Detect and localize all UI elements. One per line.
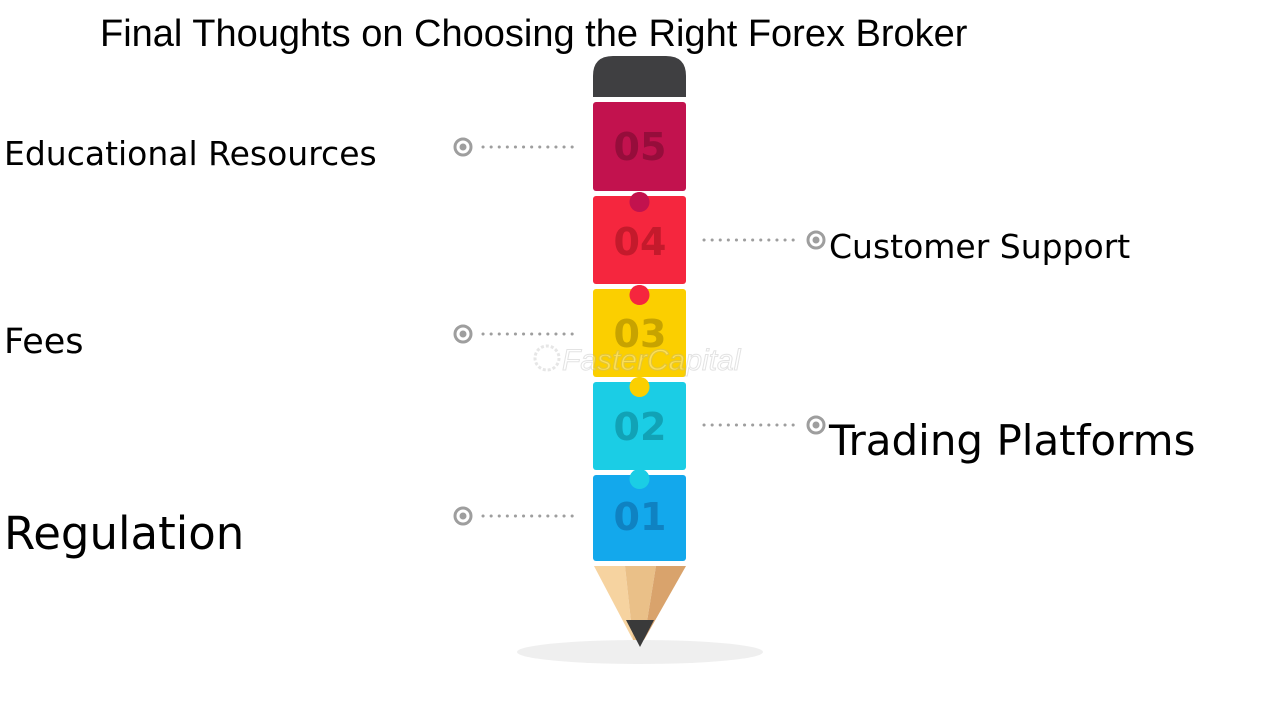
page-title: Final Thoughts on Choosing the Right For… xyxy=(100,13,968,55)
connector-04-node-center xyxy=(812,236,820,244)
pencil-lead xyxy=(626,620,654,647)
connector-05-node-center xyxy=(459,143,467,151)
connector-02 xyxy=(702,415,826,435)
segment-03-socket xyxy=(629,285,650,305)
step-05-label: Educational Resources xyxy=(4,134,377,173)
segment-01-socket xyxy=(629,469,650,489)
segment-05-block xyxy=(593,102,686,191)
step-02-label: Trading Platforms xyxy=(829,416,1196,465)
connector-05-node xyxy=(453,137,473,157)
segment-03-block xyxy=(593,289,686,377)
watermark-text: FasterCapital xyxy=(562,344,742,377)
segment-01-block xyxy=(593,475,686,561)
step-03-number: 03 xyxy=(614,312,667,356)
segment-04-socket xyxy=(629,192,650,212)
connector-01-node-center xyxy=(459,512,467,520)
connector-03-node-center xyxy=(459,330,467,338)
segment-01: 01 xyxy=(593,469,686,561)
segment-03: 03 xyxy=(593,285,686,397)
connector-02-node-center xyxy=(812,421,820,429)
pencil-wood-right xyxy=(644,566,686,640)
step-05-number: 05 xyxy=(614,125,667,169)
connector-03 xyxy=(453,324,580,344)
step-01-number: 01 xyxy=(614,495,667,539)
pencil-eraser xyxy=(593,56,686,97)
step-04-label: Customer Support xyxy=(829,227,1131,266)
segment-02-socket xyxy=(629,377,650,397)
connector-02-node xyxy=(806,415,826,435)
watermark: FasterCapital xyxy=(533,344,742,378)
step-03-label: Fees xyxy=(4,322,84,362)
step-01-label: Regulation xyxy=(4,507,245,560)
segment-04-block xyxy=(593,196,686,284)
connector-01 xyxy=(453,506,580,526)
pencil-tip xyxy=(594,566,686,647)
connector-01-node xyxy=(453,506,473,526)
connector-03-node xyxy=(453,324,473,344)
connector-05 xyxy=(453,137,580,157)
connector-04 xyxy=(702,230,826,250)
step-02-number: 02 xyxy=(614,405,667,449)
step-04-number: 04 xyxy=(614,220,667,264)
pencil-shadow xyxy=(517,640,763,664)
connector-04-node xyxy=(806,230,826,250)
segment-02-block xyxy=(593,382,686,470)
pencil-wood-left xyxy=(594,566,633,640)
watermark-gear-icon xyxy=(533,344,561,372)
